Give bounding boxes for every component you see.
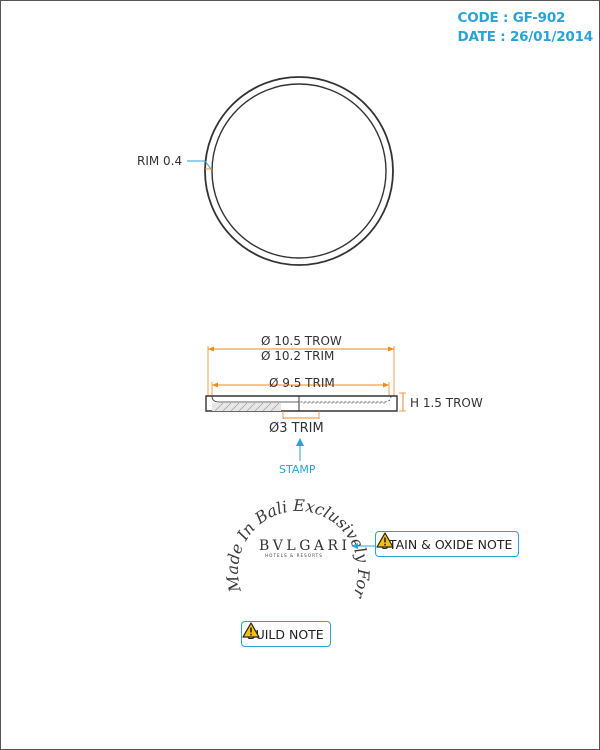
stamp-label: STAMP [279, 463, 316, 476]
hatch-lines [214, 402, 280, 412]
ring-side-profile [205, 395, 398, 412]
code-label: CODE : GF-902 [457, 10, 566, 26]
engraving-brand-subline: HOTELS & RESORTS [265, 553, 323, 558]
warning-triangle-icon [242, 622, 260, 638]
inner-diameter-label: Ø 9.5 TRIM [269, 376, 335, 390]
trim-diameter-label: Ø 10.2 TRIM [261, 349, 334, 363]
date-label: DATE : 26/01/2014 [457, 29, 594, 45]
height-label: H 1.5 TROW [410, 396, 483, 410]
stain-note-arrow [351, 543, 358, 549]
outer-dim-arrow-left [208, 346, 214, 352]
ring-outer-circle [204, 76, 394, 266]
outer-dim-arrow-right [388, 346, 394, 352]
build-note-label: BUILD NOTE [247, 626, 324, 642]
stamp-diameter-label: Ø3 TRIM [269, 421, 324, 436]
profile-section-hatch [212, 403, 281, 411]
outer-diameter-label: Ø 10.5 TROW [261, 334, 342, 348]
stain-oxide-note-label: STAIN & OXIDE NOTE [381, 536, 513, 552]
profile-inner-curve-left [211, 395, 299, 403]
build-note-box[interactable]: BUILD NOTE [241, 621, 331, 647]
engraving-script-text: Made In Bali Exclusively For Hand [1, 1, 373, 602]
inner-dim-arrow-left [212, 382, 218, 388]
title-block: CODE : GF-902 DATE : 26/01/2014 [457, 9, 594, 47]
inner-dim-arrow-right [383, 382, 389, 388]
ring-inner-circle [211, 83, 387, 259]
stain-oxide-note-box[interactable]: STAIN & OXIDE NOTE [375, 531, 520, 557]
rim-leader-tick [204, 160, 212, 170]
rim-label: RIM 0.4 [137, 154, 182, 168]
stamp-leader-arrow [296, 438, 304, 446]
profile-inner-curve-right [299, 395, 392, 403]
engraving-brand: BVLGARI [259, 538, 351, 554]
warning-triangle-icon [376, 532, 394, 548]
